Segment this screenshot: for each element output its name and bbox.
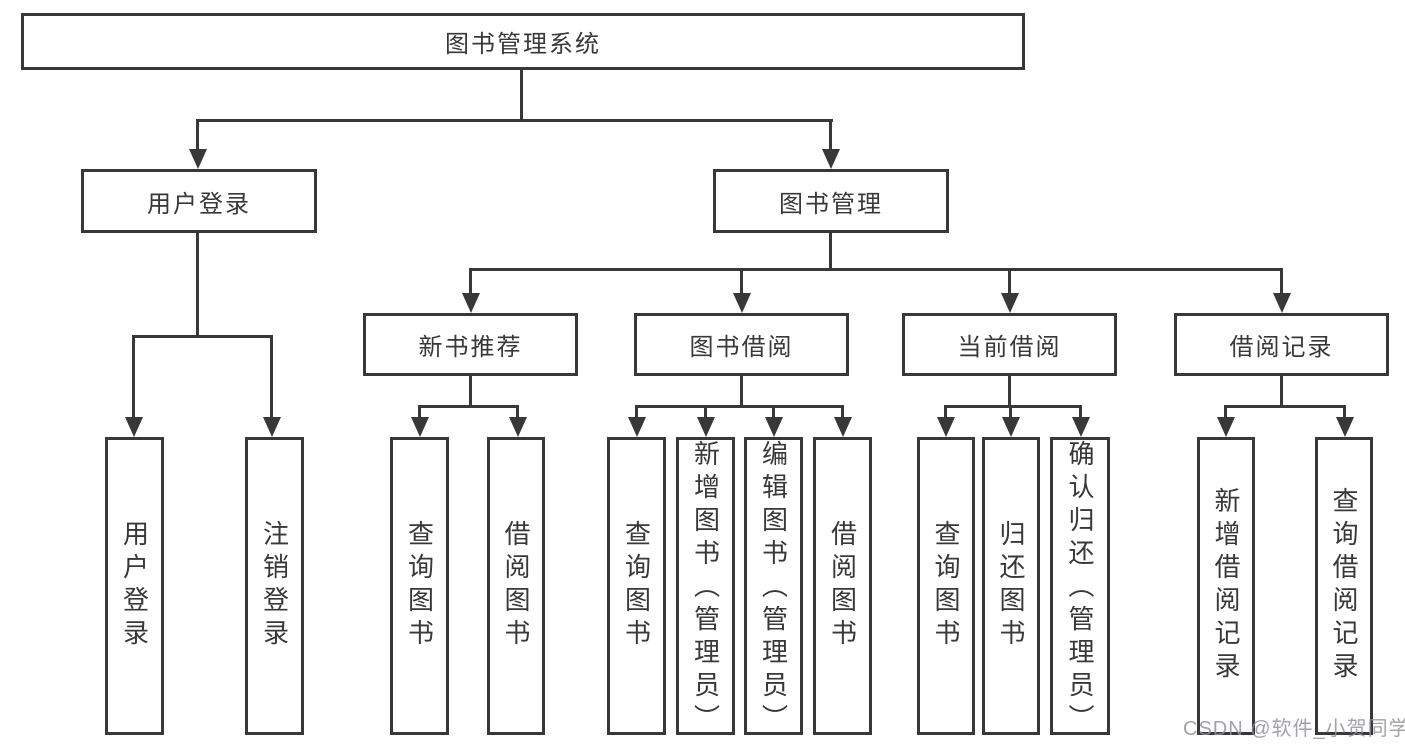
arrowhead-icon	[1072, 417, 1090, 437]
node-book-borrow: 图书借阅	[634, 313, 849, 376]
arrowhead-icon	[125, 417, 143, 437]
connector-vline	[516, 405, 519, 419]
node-current-borrow-label: 当前借阅	[957, 334, 1062, 361]
leaf-user-login: 用户登录	[105, 437, 164, 735]
connector-vline	[772, 405, 775, 419]
leaf-query-borrow-record: 查询借阅记录	[1315, 437, 1373, 735]
arrowhead-icon	[509, 417, 527, 437]
leaf-confirm-return-admin-label: 确认归还（管理员）	[1065, 440, 1095, 737]
node-book-management: 图书管理	[713, 169, 949, 233]
arrowhead-icon	[937, 417, 955, 437]
leaf-query-books-borrow-label: 查询图书	[621, 520, 652, 652]
connector-hline	[196, 119, 833, 122]
arrowhead-icon	[1217, 417, 1235, 437]
leaf-logout: 注销登录	[245, 437, 304, 735]
connector-vline	[841, 405, 844, 419]
leaf-borrow-books-label: 借阅图书	[827, 520, 858, 652]
node-root-label: 图书管理系统	[445, 31, 601, 58]
arrowhead-icon	[1001, 293, 1019, 313]
arrowhead-icon	[411, 417, 429, 437]
leaf-borrow-books-recommend-label: 借阅图书	[501, 520, 531, 652]
connector-vline	[1009, 405, 1012, 419]
leaf-user-login-label: 用户登录	[119, 520, 150, 652]
node-new-book-recommend-label: 新书推荐	[418, 334, 523, 361]
connector-vline	[196, 119, 199, 152]
leaf-query-books-current-label: 查询图书	[931, 520, 961, 652]
connector-vline	[132, 335, 135, 419]
connector-hline	[635, 405, 844, 408]
connector-vline	[829, 119, 832, 152]
connector-vline	[469, 268, 472, 295]
arrowhead-icon	[697, 417, 715, 437]
arrowhead-icon	[189, 149, 207, 169]
connector-vline	[635, 405, 638, 419]
arrowhead-icon	[462, 293, 480, 313]
arrowhead-icon	[263, 417, 281, 437]
connector-vline	[520, 70, 523, 119]
leaf-query-books-recommend: 查询图书	[390, 437, 449, 735]
leaf-return-books: 归还图书	[982, 437, 1040, 735]
connector-vline	[740, 268, 743, 295]
connector-hline	[418, 405, 519, 408]
connector-vline	[469, 376, 472, 407]
connector-vline	[1008, 376, 1011, 407]
connector-hline	[132, 335, 273, 338]
watermark: CSDN @软件_小贺同学	[1183, 718, 1405, 740]
leaf-edit-book-admin: 编辑图书（管理员）	[744, 437, 803, 737]
node-borrow-record: 借阅记录	[1174, 313, 1389, 376]
connector-vline	[1280, 268, 1283, 295]
arrowhead-icon	[1002, 417, 1020, 437]
node-borrow-record-label: 借阅记录	[1229, 334, 1334, 361]
leaf-borrow-books-recommend: 借阅图书	[487, 437, 545, 735]
connector-vline	[740, 376, 743, 407]
connector-vline	[1224, 405, 1227, 419]
node-current-borrow: 当前借阅	[902, 313, 1117, 376]
connector-vline	[1079, 405, 1082, 419]
arrowhead-icon	[765, 417, 783, 437]
connector-vline	[1280, 376, 1283, 407]
leaf-query-borrow-record-label: 查询借阅记录	[1329, 487, 1359, 685]
leaf-return-books-label: 归还图书	[996, 520, 1026, 652]
connector-vline	[270, 335, 273, 419]
leaf-edit-book-admin-label: 编辑图书（管理员）	[758, 440, 789, 737]
leaf-query-books-recommend-label: 查询图书	[404, 520, 435, 652]
leaf-add-book-admin: 新增图书（管理员）	[676, 437, 735, 737]
connector-hline	[469, 268, 1283, 271]
node-book-borrow-label: 图书借阅	[689, 334, 794, 361]
leaf-add-book-admin-label: 新增图书（管理员）	[690, 440, 721, 737]
arrowhead-icon	[834, 417, 852, 437]
node-root: 图书管理系统	[21, 13, 1025, 70]
node-user-login-label: 用户登录	[147, 190, 251, 218]
leaf-logout-label: 注销登录	[259, 520, 290, 652]
connector-vline	[196, 233, 199, 337]
connector-vline	[829, 233, 832, 270]
arrowhead-icon	[822, 149, 840, 169]
node-user-login: 用户登录	[81, 169, 317, 233]
leaf-query-books-current: 查询图书	[917, 437, 975, 735]
connector-vline	[704, 405, 707, 419]
arrowhead-icon	[733, 293, 751, 313]
connector-hline	[1224, 405, 1346, 408]
leaf-add-borrow-record: 新增借阅记录	[1197, 437, 1255, 735]
connector-vline	[944, 405, 947, 419]
node-book-management-label: 图书管理	[779, 190, 883, 218]
arrowhead-icon	[628, 417, 646, 437]
leaf-add-borrow-record-label: 新增借阅记录	[1211, 487, 1241, 685]
connector-hline	[944, 405, 1082, 408]
connector-vline	[1343, 405, 1346, 419]
arrowhead-icon	[1273, 293, 1291, 313]
leaf-confirm-return-admin: 确认归还（管理员）	[1050, 437, 1110, 737]
leaf-borrow-books: 借阅图书	[813, 437, 872, 735]
arrowhead-icon	[1336, 417, 1354, 437]
node-new-book-recommend: 新书推荐	[363, 313, 578, 376]
connector-vline	[418, 405, 421, 419]
connector-vline	[1008, 268, 1011, 295]
leaf-query-books-borrow: 查询图书	[607, 437, 666, 735]
